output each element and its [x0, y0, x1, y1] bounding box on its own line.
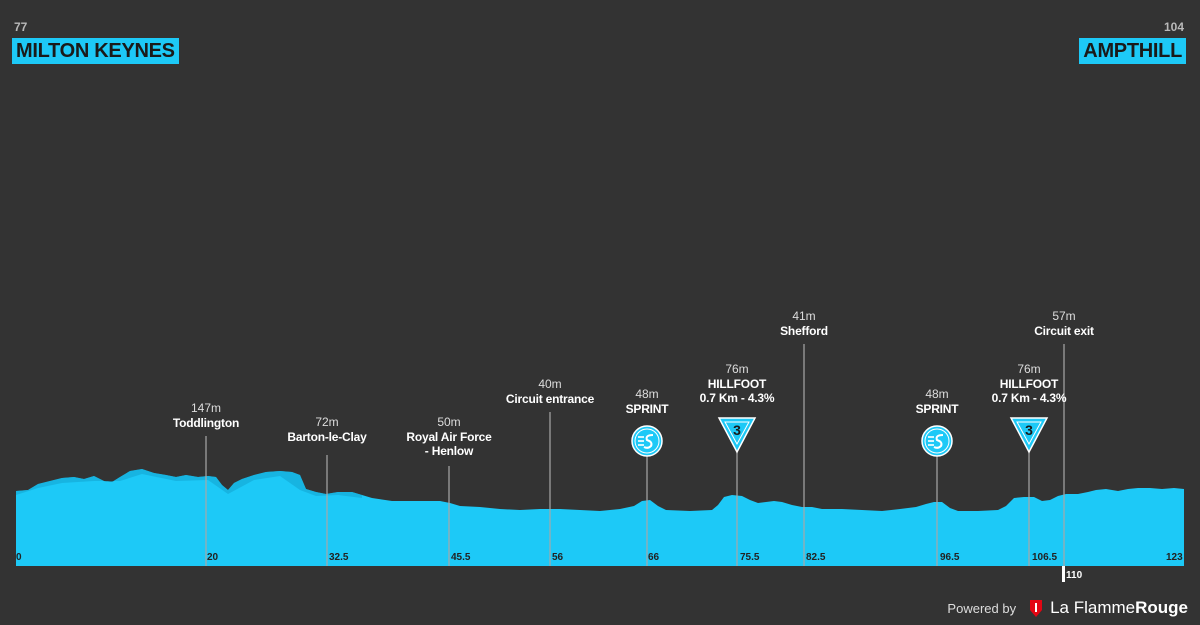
km-label: 75.5	[740, 552, 760, 563]
waypoint-name: Shefford	[780, 324, 828, 338]
waypoint-name: HILLFOOT	[999, 377, 1059, 391]
km-label: 0	[16, 552, 22, 563]
km-label: 56	[552, 552, 564, 563]
waypoint-detail: 0.7 Km - 4.3%	[991, 391, 1067, 405]
climb-category-number: 3	[733, 422, 741, 438]
waypoint-altitude: 50m	[437, 415, 461, 429]
waypoint-name: Circuit entrance	[505, 392, 595, 406]
profile-ridge	[16, 469, 362, 498]
start-elevation: 77	[14, 20, 28, 34]
km-label: 82.5	[806, 552, 826, 563]
waypoint-name: SPRINT	[915, 402, 959, 416]
waypoint-altitude: 57m	[1052, 309, 1076, 323]
finish-city-label: AMPTHILL	[1079, 38, 1186, 64]
waypoint-altitude: 76m	[1017, 362, 1041, 376]
km-label: 106.5	[1032, 552, 1058, 563]
waypoint-detail: - Henlow	[424, 444, 474, 458]
finish-extension	[1062, 566, 1065, 582]
km-label: 96.5	[940, 552, 960, 563]
waypoint-altitude: 40m	[538, 377, 562, 391]
km-label: 66	[648, 552, 660, 563]
sprint-icon	[631, 425, 663, 457]
km-label: 110	[1066, 570, 1083, 581]
flame-rouge-logo-icon	[1030, 600, 1043, 617]
waypoint-name: Circuit exit	[1034, 324, 1094, 338]
waypoint-name: Royal Air Force	[406, 430, 492, 444]
climb-category-icon: 3	[1009, 417, 1049, 454]
waypoint-name: Barton-le-Clay	[287, 430, 367, 444]
km-label: 20	[207, 552, 219, 563]
powered-by-text: Powered by	[947, 600, 1017, 616]
sprint-icon	[921, 425, 953, 457]
start-city-label: MILTON KEYNES	[12, 38, 179, 64]
finish-elevation: 104	[1163, 20, 1184, 34]
brand-name: La FlammeRouge	[1050, 598, 1188, 617]
waypoint-altitude: 72m	[315, 415, 339, 429]
km-label: 45.5	[451, 552, 471, 563]
waypoint-name: SPRINT	[625, 402, 669, 416]
waypoint-altitude: 147m	[190, 401, 222, 415]
climb-category-icon: 3	[717, 417, 757, 454]
waypoint-detail: 0.7 Km - 4.3%	[699, 391, 775, 405]
waypoint-altitude: 76m	[725, 362, 749, 376]
waypoint-altitude: 48m	[925, 387, 949, 401]
profile-area	[16, 469, 1184, 566]
km-label: 32.5	[329, 552, 349, 563]
waypoint-name: HILLFOOT	[707, 377, 767, 391]
waypoint-altitude: 41m	[792, 309, 816, 323]
waypoint-altitude: 48m	[635, 387, 659, 401]
powered-by: Powered by La FlammeRouge	[947, 598, 1188, 618]
waypoint-lines	[205, 344, 1065, 566]
km-label: 123	[1166, 552, 1183, 563]
waypoint-name: Toddlington	[172, 416, 240, 430]
climb-category-number: 3	[1025, 422, 1033, 438]
